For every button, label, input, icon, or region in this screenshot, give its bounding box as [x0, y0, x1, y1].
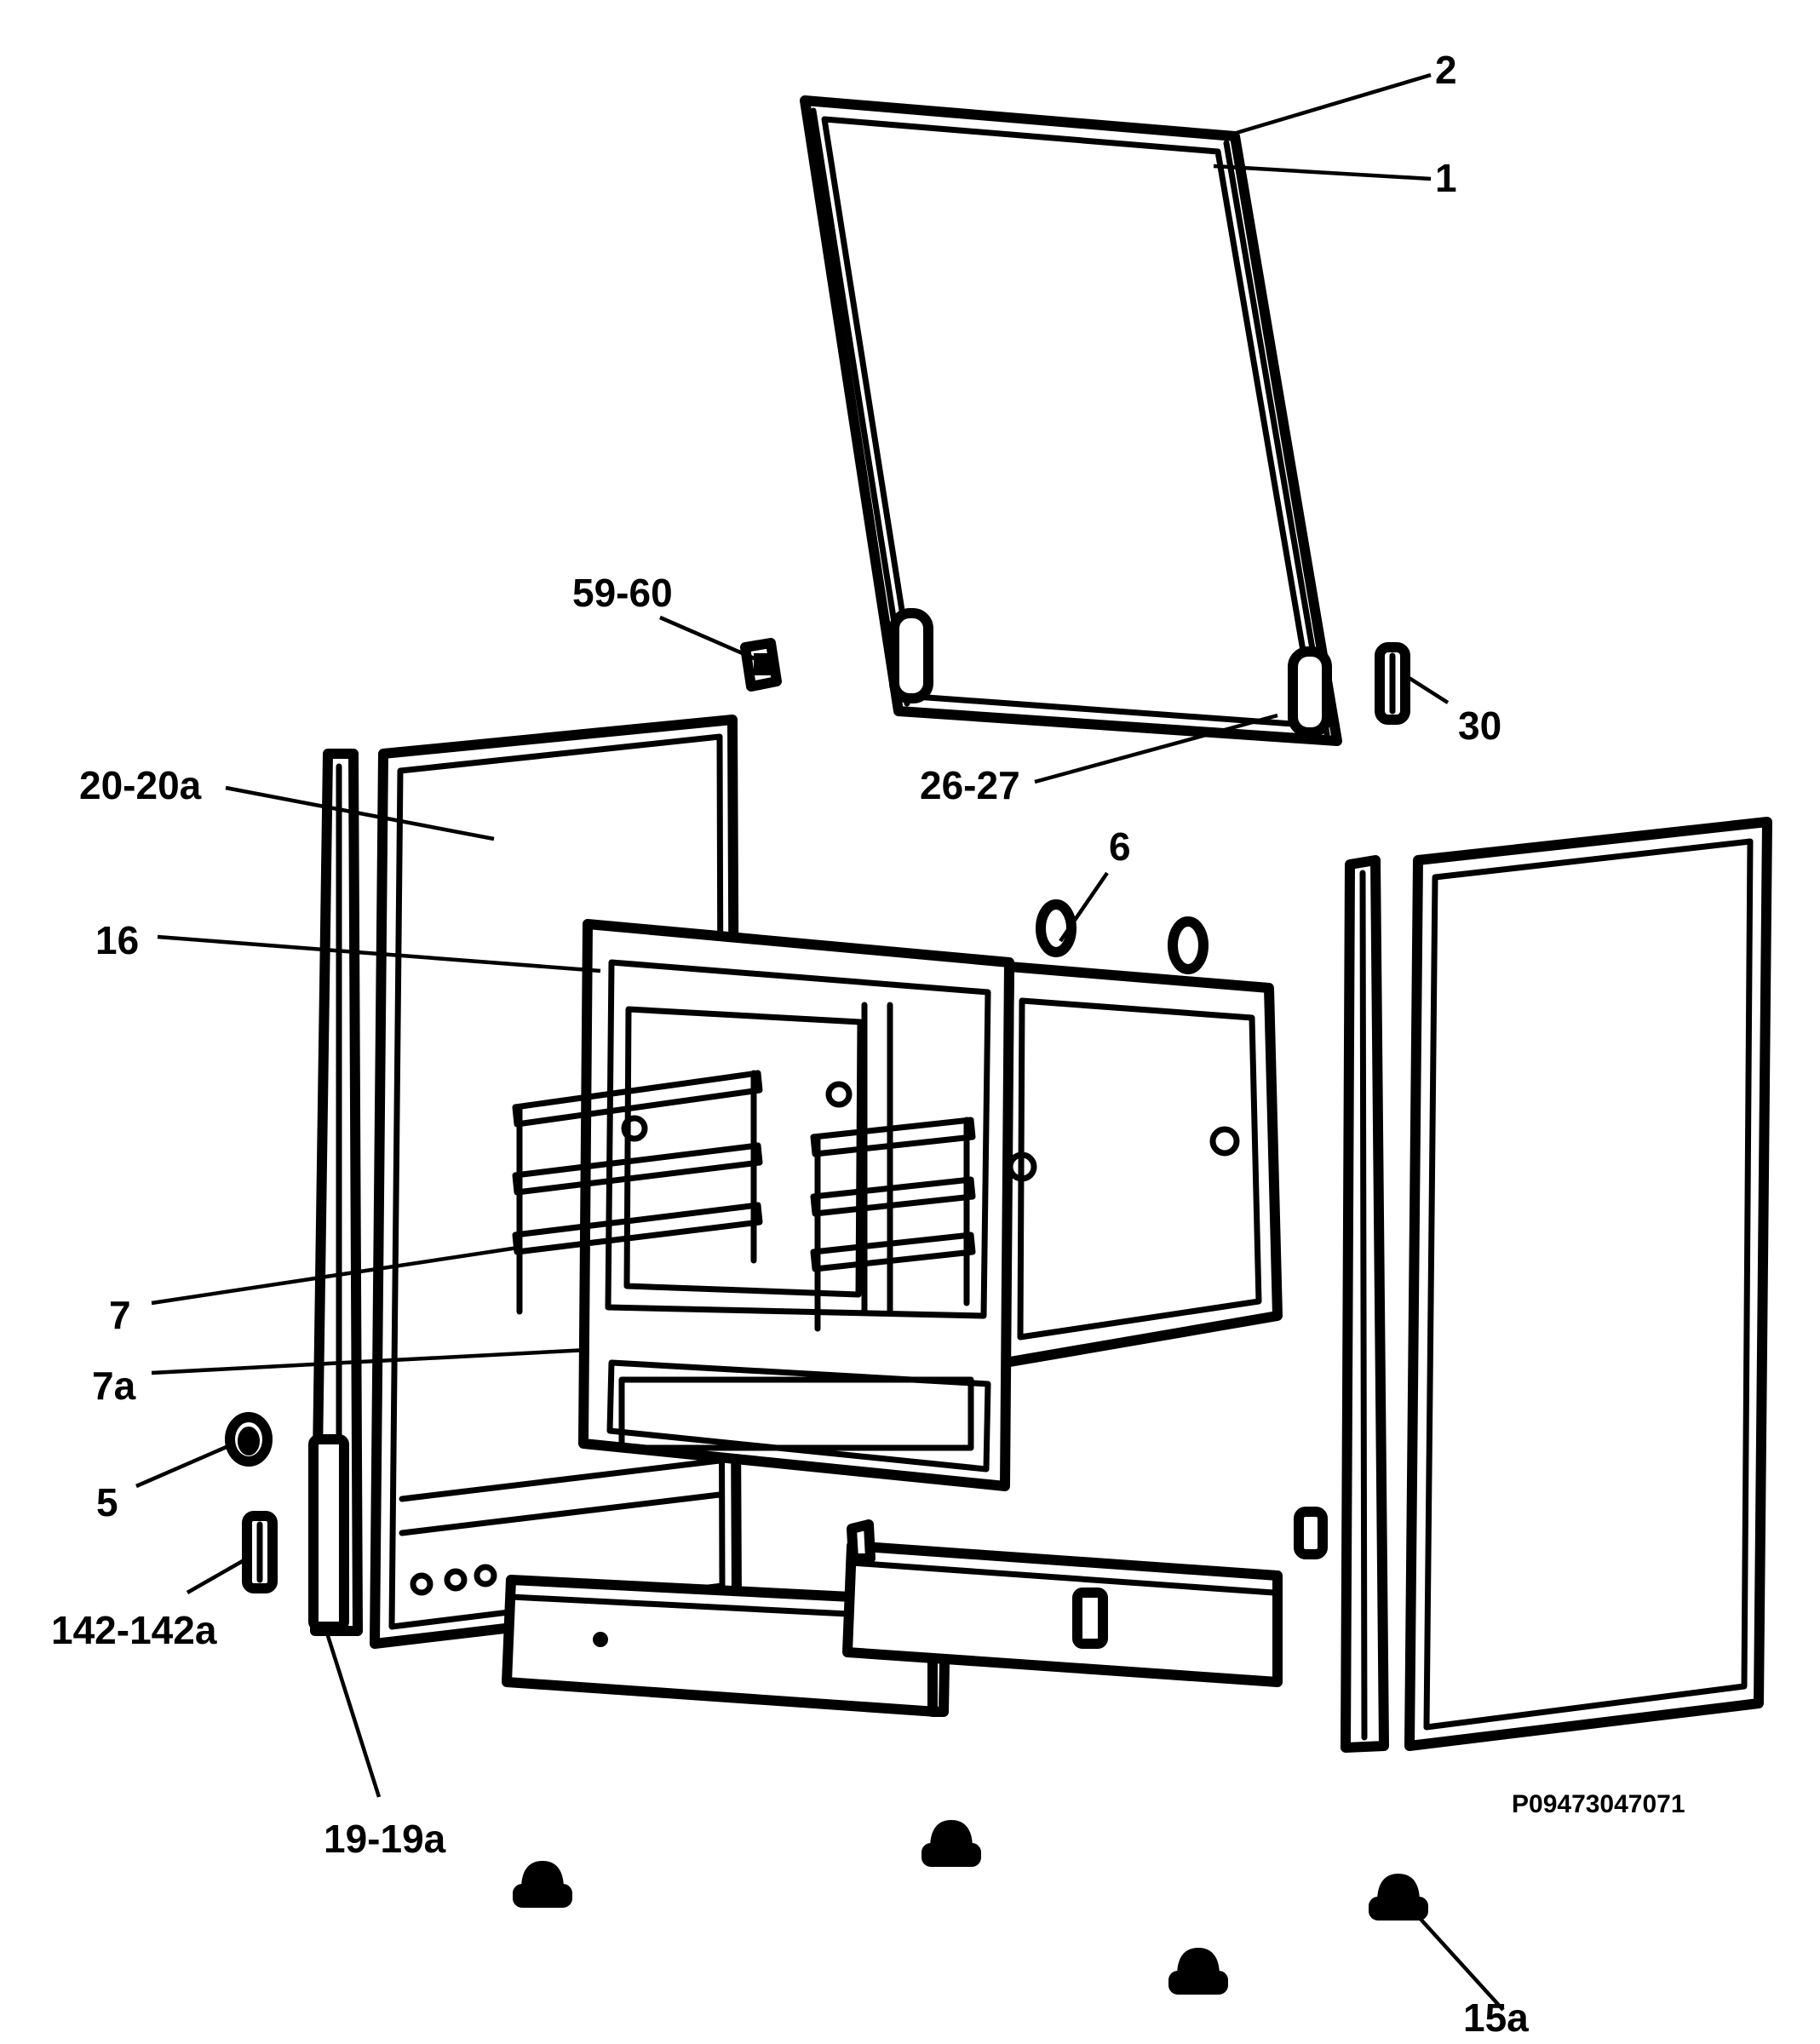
adjustable-feet [513, 1819, 1428, 1995]
label-2: 2 [1435, 48, 1457, 92]
label-142-142a: 142-142a [51, 1608, 217, 1652]
right-side-panel [1404, 817, 1772, 1751]
bracket-59-60 [740, 638, 782, 692]
label-7: 7 [109, 1293, 131, 1337]
bottom-front-panel-right [842, 1519, 1283, 1687]
left-strip [308, 749, 363, 1636]
top-cover-frame [800, 95, 1342, 746]
knob-5 [225, 1412, 273, 1467]
label-16: 16 [95, 918, 139, 962]
oven-racks [512, 1070, 976, 1332]
label-59-60: 59-60 [572, 571, 673, 615]
label-1: 1 [1435, 156, 1457, 200]
label-6: 6 [1109, 824, 1131, 869]
drawing-code: P09473047071 [1512, 1790, 1685, 1818]
label-26-27: 26-27 [920, 763, 1020, 807]
part-142-142a [242, 1511, 278, 1593]
foot-3 [1168, 1947, 1228, 1995]
oven-cavity [578, 899, 1283, 1491]
clip-30 [1375, 642, 1410, 725]
label-20-20a: 20-20a [79, 763, 202, 807]
part-labels: 2 1 59-60 30 26-27 20-20a 6 16 7 7a 5 14… [51, 48, 1685, 2040]
label-7a: 7a [92, 1364, 136, 1408]
foot-1 [513, 1860, 572, 1908]
foot-4 [1369, 1873, 1428, 1921]
label-5: 5 [96, 1480, 118, 1524]
label-30: 30 [1458, 703, 1501, 748]
leader-lines [135, 72, 1505, 2012]
small-clip-right [1294, 1507, 1328, 1559]
foot-2 [921, 1819, 981, 1867]
right-strip [1341, 855, 1389, 1753]
label-15a: 15a [1463, 1995, 1529, 2040]
label-19-19a: 19-19a [324, 1817, 446, 1861]
